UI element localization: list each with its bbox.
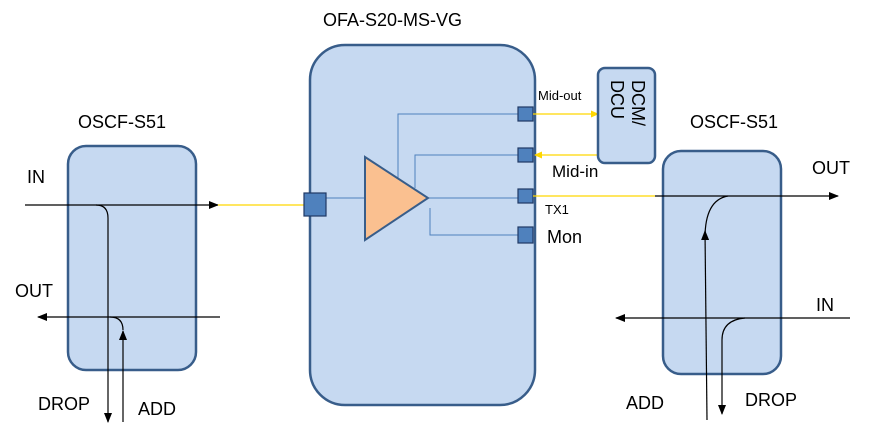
amp-mid-in-line bbox=[414, 154, 518, 188]
right-add-label: ADD bbox=[626, 393, 664, 413]
left-drop-label: DROP bbox=[38, 394, 90, 414]
right-oscf-title: OSCF-S51 bbox=[690, 112, 778, 132]
tx1-label: TX1 bbox=[545, 202, 569, 217]
dcm-label-line2: DCU bbox=[607, 80, 627, 119]
right-drop-curve bbox=[721, 317, 746, 341]
amp-mid-out-line bbox=[397, 113, 518, 181]
mon-label: Mon bbox=[547, 227, 582, 247]
amp-mon-port bbox=[517, 226, 534, 244]
amp-tx1-port bbox=[517, 188, 534, 204]
left-in-label: IN bbox=[27, 167, 45, 187]
amp-mid-in-port bbox=[517, 147, 534, 163]
right-out-label: OUT bbox=[812, 158, 850, 178]
left-add-path bbox=[109, 316, 124, 331]
amp-mon-line bbox=[429, 208, 518, 236]
left-drop-path bbox=[95, 204, 112, 423]
amp-input-port bbox=[303, 192, 327, 217]
left-out-label: OUT bbox=[15, 281, 53, 301]
dcm-label-line1: DCM/ bbox=[628, 80, 648, 126]
amplifier-box bbox=[308, 43, 537, 407]
right-drop-label: DROP bbox=[745, 390, 797, 410]
amp-mid-out-port bbox=[517, 106, 534, 122]
left-add-label: ADD bbox=[138, 399, 176, 419]
mid-out-label: Mid-out bbox=[538, 88, 582, 103]
left-oscf-title: OSCF-S51 bbox=[78, 112, 166, 132]
right-in-label: IN bbox=[816, 295, 834, 315]
dcm-label-group: DCM/ DCU bbox=[607, 80, 648, 126]
amplifier-title: OFA-S20-MS-VG bbox=[323, 10, 462, 30]
right-add-line bbox=[701, 230, 710, 421]
mid-in-label: Mid-in bbox=[552, 162, 598, 181]
dcm-box bbox=[596, 66, 657, 165]
amplifier-triangle-icon bbox=[364, 155, 430, 242]
left-oscf-box bbox=[66, 144, 198, 372]
